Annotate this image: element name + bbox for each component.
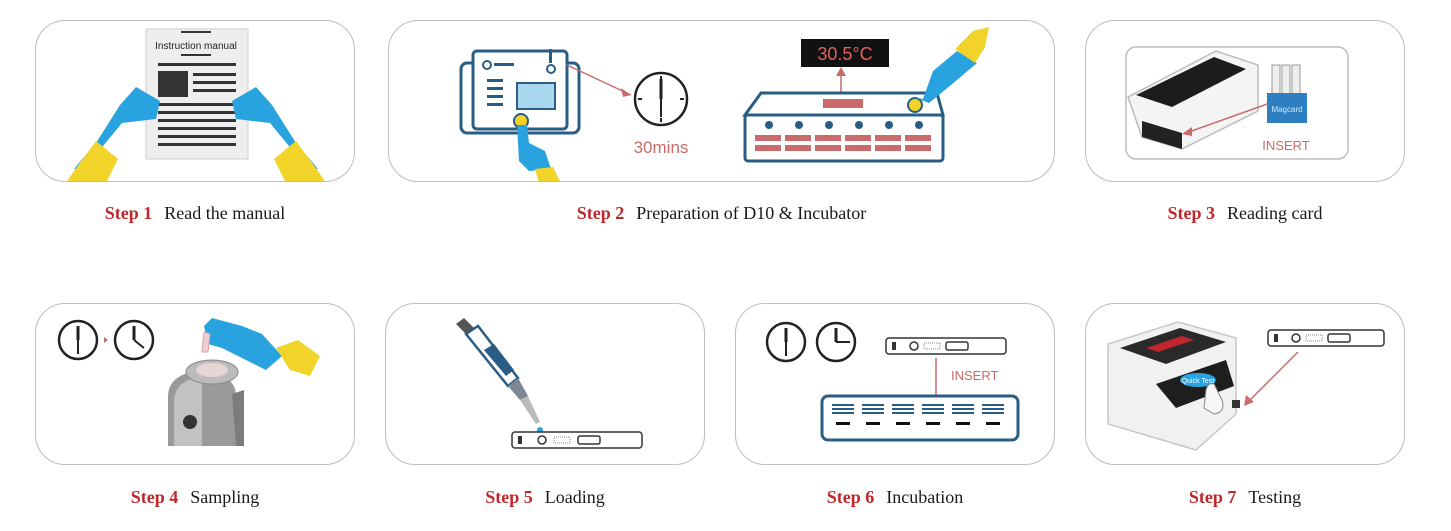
temperature-text: 30.5°C xyxy=(817,44,872,64)
step-label: Preparation of D10 & Incubator xyxy=(636,203,867,223)
quick-test-button: Quick Test xyxy=(1182,378,1215,385)
step-7-panel: Quick Test xyxy=(1085,303,1405,465)
step-label: Testing xyxy=(1248,487,1302,507)
step-6-caption: Step 6 Incubation xyxy=(735,487,1055,508)
step-label: Incubation xyxy=(886,487,964,507)
step-5-panel xyxy=(385,303,705,465)
step-label: Loading xyxy=(544,487,605,507)
test-cassette-icon xyxy=(885,337,1007,355)
step-1-caption: Step 1 Read the manual xyxy=(35,203,355,224)
step-3-panel: Magcard INSERT xyxy=(1085,20,1405,182)
magcard-icon: Magcard xyxy=(1267,64,1307,123)
vortex-mixer-icon xyxy=(168,359,244,446)
incubator-icon xyxy=(820,394,1020,442)
manual-title-text: Instruction manual xyxy=(155,41,237,52)
gloved-hand-icon xyxy=(201,318,320,376)
step-number: Step 3 xyxy=(1167,203,1216,223)
test-cassette-icon xyxy=(1267,329,1385,347)
magcard-text: Magcard xyxy=(1271,105,1302,114)
clock-icon xyxy=(815,321,857,363)
step-number: Step 6 xyxy=(826,487,875,507)
timer-text: 30mins xyxy=(634,138,689,157)
step-2-illustration: 30mins 30.5°C xyxy=(459,27,989,181)
step-5-caption: Step 5 Loading xyxy=(385,487,705,508)
step-4-caption: Step 4 Sampling xyxy=(35,487,355,508)
clock-icon xyxy=(57,319,99,361)
clock-icon xyxy=(633,71,689,127)
step-6-illustration: INSERT xyxy=(765,321,1020,442)
step-3-illustration: Magcard INSERT xyxy=(1125,46,1349,160)
clock-icon xyxy=(765,321,807,363)
step-number: Step 5 xyxy=(485,487,533,507)
clock-icon xyxy=(113,319,155,361)
temperature-display: 30.5°C xyxy=(801,39,889,67)
step-number: Step 2 xyxy=(576,203,625,223)
step-6-panel: INSERT xyxy=(735,303,1055,465)
step-4-illustration xyxy=(57,318,320,446)
analyzer-printer-icon: Quick Test xyxy=(1107,321,1240,451)
step-7-caption: Step 7 Testing xyxy=(1085,487,1405,508)
step-2-panel: 30mins 30.5°C xyxy=(388,20,1055,182)
step-label: Sampling xyxy=(190,487,260,507)
pointing-finger-icon xyxy=(517,125,560,181)
reader-device-icon xyxy=(1127,50,1259,150)
test-cassette-icon xyxy=(511,431,643,449)
step-label: Reading card xyxy=(1227,203,1323,223)
incubator-icon xyxy=(742,91,945,163)
step-1-panel: Instruction manual xyxy=(35,20,355,182)
instruction-manual-icon: Instruction manual xyxy=(145,28,249,160)
gloved-hands-icon xyxy=(67,87,325,181)
step-7-illustration: Quick Test xyxy=(1107,321,1385,451)
pipette-icon xyxy=(456,318,540,424)
step-5-illustration xyxy=(456,318,643,449)
step-number: Step 4 xyxy=(130,487,179,507)
insert-text: INSERT xyxy=(1262,138,1309,153)
d10-device-icon xyxy=(459,49,581,135)
step-label: Read the manual xyxy=(164,203,286,223)
step-3-caption: Step 3 Reading card xyxy=(1085,203,1405,224)
insert-text: INSERT xyxy=(951,368,998,383)
step-number: Step 7 xyxy=(1188,487,1237,507)
step-number: Step 1 xyxy=(104,203,153,223)
pointing-finger-icon xyxy=(913,27,989,103)
step-1-illustration: Instruction manual xyxy=(67,28,325,181)
step-4-panel xyxy=(35,303,355,465)
step-2-caption: Step 2 Preparation of D10 & Incubator xyxy=(388,203,1055,224)
